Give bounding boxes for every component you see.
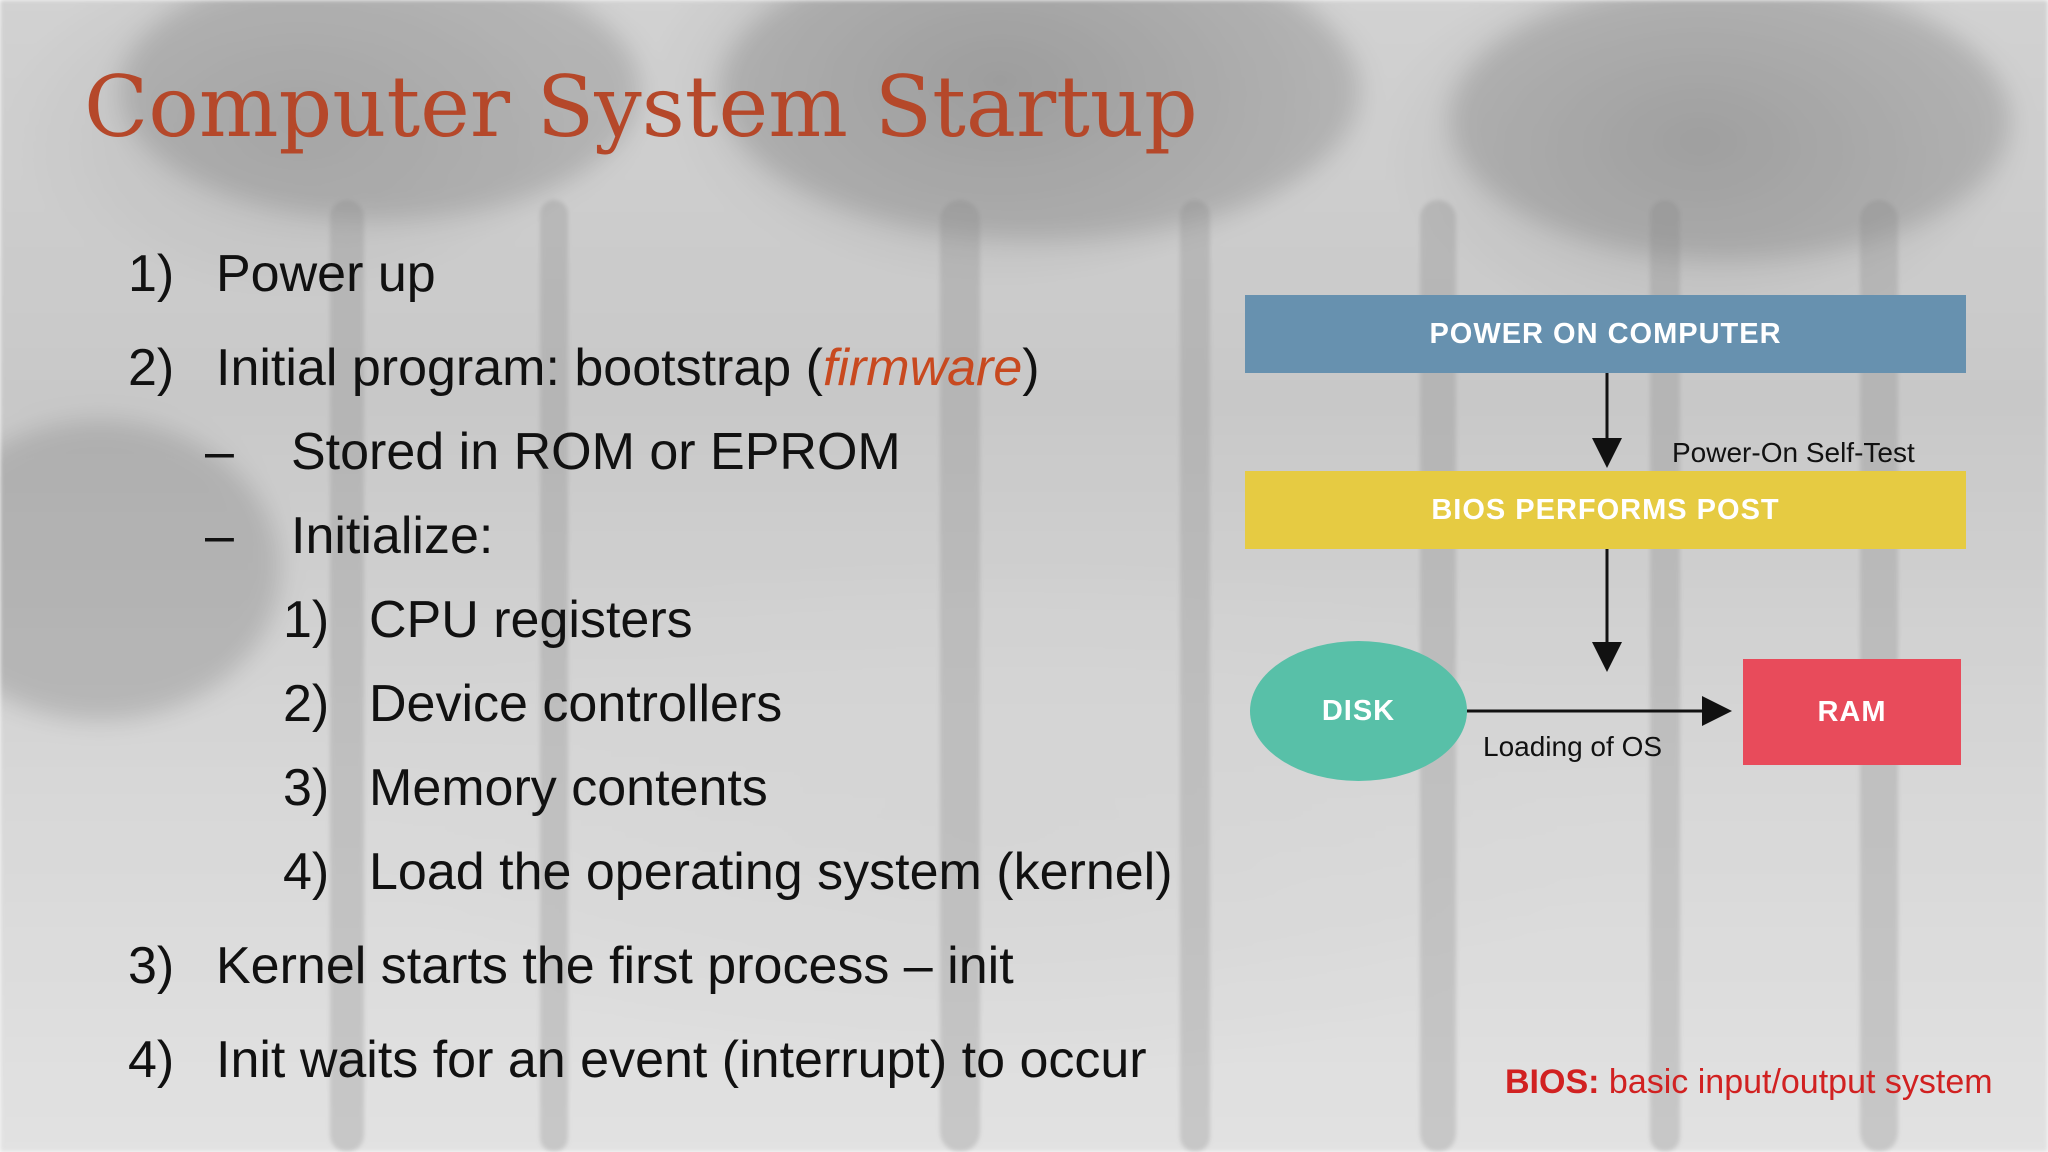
list-text: Stored in ROM or EPROM — [291, 423, 901, 481]
list-number: 2) — [283, 675, 330, 733]
list-text: Device controllers — [369, 675, 783, 733]
disk-label: DISK — [1321, 694, 1396, 727]
list-text: CPU registers — [369, 591, 693, 649]
bios-post-box: BIOS PERFORMS POST — [1245, 471, 1966, 549]
disk-node: DISK — [1250, 641, 1467, 781]
footnote-definition: basic input/output system — [1608, 1063, 1993, 1101]
list-number: 1) — [283, 591, 330, 649]
list-text-post: ) — [1022, 339, 1040, 397]
loading-label: Loading of OS — [1483, 731, 1663, 762]
list-number: 2) — [128, 339, 175, 397]
list-text: Power up — [216, 245, 436, 303]
list-number: 4) — [128, 1031, 175, 1089]
list-text: Kernel starts the first process – init — [216, 937, 1014, 995]
slide-title: Computer System Startup — [84, 58, 1198, 156]
footnote-term: BIOS: — [1505, 1063, 1600, 1101]
list-text: Init waits for an event (interrupt) to o… — [216, 1031, 1147, 1089]
list-number: 3) — [283, 759, 330, 817]
ram-box: RAM — [1743, 659, 1961, 765]
dash-bullet: – — [205, 423, 234, 481]
dash-bullet: – — [205, 507, 234, 565]
list-text: Initial program: bootstrap (firmware) — [216, 338, 1040, 398]
power-on-box: POWER ON COMPUTER — [1245, 295, 1966, 373]
list-number: 1) — [128, 245, 175, 303]
ram-label: RAM — [1817, 695, 1887, 728]
list-text: Load the operating system (kernel) — [369, 843, 1173, 901]
list-text: Memory contents — [369, 759, 768, 817]
list-text-pre: Initial program: bootstrap ( — [216, 339, 823, 397]
firmware-emphasis: firmware — [822, 339, 1023, 397]
bios-footnote: BIOS: basic input/output system — [1505, 1063, 1993, 1102]
list-number: 4) — [283, 843, 330, 901]
power-on-label: POWER ON COMPUTER — [1429, 317, 1782, 350]
post-label: Power-On Self-Test — [1672, 437, 1915, 468]
bios-post-label: BIOS PERFORMS POST — [1431, 493, 1780, 526]
list-number: 3) — [128, 937, 175, 995]
list-text: Initialize: — [291, 507, 494, 565]
